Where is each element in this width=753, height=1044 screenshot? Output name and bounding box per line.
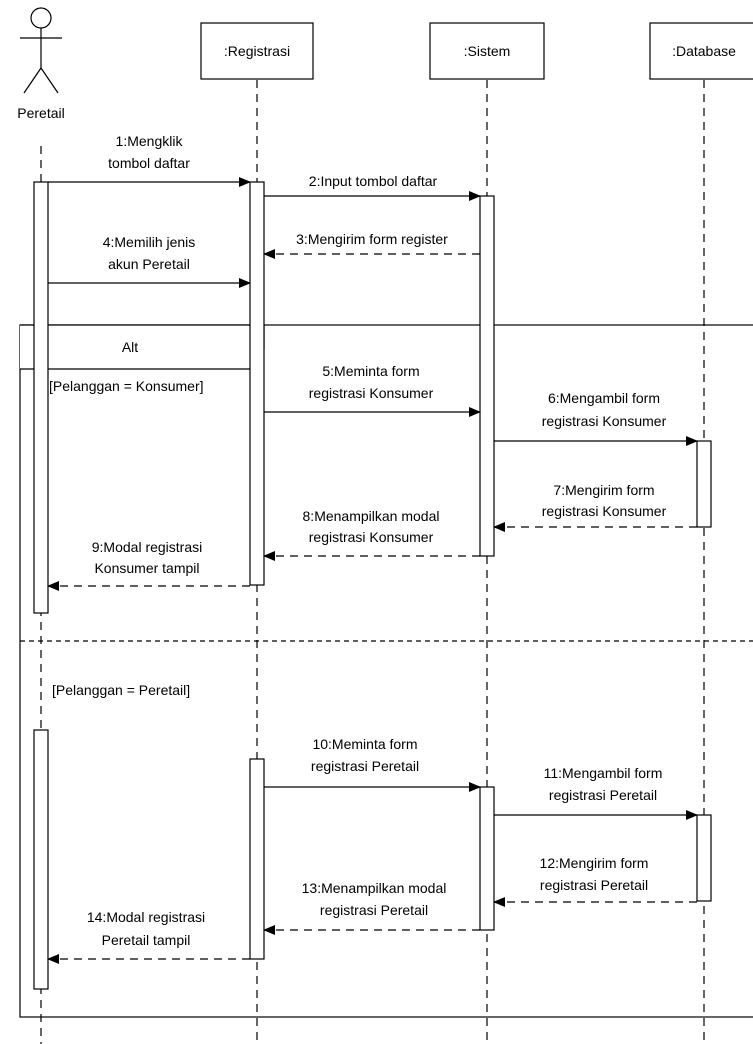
- alt-operator-tab: [20, 324, 265, 370]
- message-label: Konsumer tampil: [94, 560, 199, 576]
- activation-sistem-1: [479, 195, 495, 557]
- participant-database-label: :Database: [672, 43, 736, 59]
- alt-operator-label: Alt: [122, 339, 138, 355]
- message-11: 11:Mengambil form registrasi Peretail: [494, 765, 698, 820]
- message-label: 13:Menampilkan modal: [302, 880, 447, 896]
- activation-database-1: [696, 440, 712, 528]
- message-label: 3:Mengirim form register: [296, 231, 448, 247]
- message-8: 8:Menampilkan modal registrasi Konsumer: [263, 508, 480, 561]
- message-label: 1:Mengklik: [116, 133, 184, 149]
- message-label: 8:Menampilkan modal: [303, 508, 440, 524]
- message-label: registrasi Konsumer: [542, 503, 667, 519]
- message-label: akun Peretail: [108, 256, 190, 272]
- message-label: registrasi Konsumer: [309, 529, 434, 545]
- message-label: 11:Mengambil form: [544, 765, 663, 781]
- actor-peretail-icon: [20, 7, 62, 94]
- activation-peretail-2: [33, 729, 49, 990]
- guard-konsumer: [Pelanggan = Konsumer]: [49, 378, 204, 394]
- message-label: 4:Memilih jenis: [103, 234, 196, 250]
- message-label: 9:Modal registrasi: [92, 539, 203, 555]
- alt-fragment-frame: [19, 324, 753, 1018]
- message-label: tombol daftar: [108, 155, 190, 171]
- message-1: 1:Mengklik tombol daftar: [48, 133, 251, 187]
- message-label: registrasi Konsumer: [309, 385, 434, 401]
- message-10: 10:Meminta form registrasi Peretail: [264, 736, 481, 792]
- participant-sistem-label: :Sistem: [464, 43, 511, 59]
- message-label: registrasi Peretail: [540, 877, 648, 893]
- message-3: 3:Mengirim form register: [263, 231, 480, 259]
- message-label: 5:Meminta form: [322, 363, 419, 379]
- message-12: 12:Mengirim form registrasi Peretail: [493, 855, 697, 907]
- message-label: registrasi Peretail: [311, 758, 419, 774]
- message-9: 9:Modal registrasi Konsumer tampil: [47, 539, 250, 591]
- participant-registrasi-label: :Registrasi: [224, 43, 290, 59]
- activation-sistem-2: [479, 786, 495, 931]
- message-label: registrasi Peretail: [320, 902, 428, 918]
- activation-registrasi-2: [249, 758, 265, 960]
- message-7: 7:Mengirim form registrasi Konsumer: [493, 482, 697, 532]
- activation-peretail-1: [33, 181, 49, 614]
- message-label: 7:Mengirim form: [553, 482, 654, 498]
- actor-label: Peretail: [17, 105, 64, 121]
- message-label: 6:Mengambil form: [548, 390, 660, 406]
- participant-sistem-box: [429, 22, 545, 80]
- message-2: 2:Input tombol daftar: [264, 173, 481, 201]
- message-5: 5:Meminta form registrasi Konsumer: [264, 363, 481, 417]
- message-label: registrasi Peretail: [549, 787, 657, 803]
- guard-peretail: [Pelanggan = Peretail]: [52, 682, 190, 698]
- message-label: Peretail tampil: [102, 932, 191, 948]
- message-label: 2:Input tombol daftar: [309, 173, 438, 189]
- activation-registrasi-1: [249, 181, 265, 586]
- message-label: 12:Mengirim form: [540, 855, 649, 871]
- message-4: 4:Memilih jenis akun Peretail: [48, 234, 251, 288]
- message-label: 10:Meminta form: [312, 736, 417, 752]
- activation-database-2: [696, 814, 712, 902]
- message-label: registrasi Konsumer: [542, 413, 667, 429]
- message-14: 14:Modal registrasi Peretail tampil: [47, 909, 250, 964]
- participant-database-box: [649, 22, 753, 80]
- message-6: 6:Mengambil form registrasi Konsumer: [494, 390, 698, 446]
- participant-registrasi-box: [200, 22, 314, 80]
- message-label: 14:Modal registrasi: [87, 909, 205, 925]
- message-13: 13:Menampilkan modal registrasi Peretail: [263, 880, 480, 935]
